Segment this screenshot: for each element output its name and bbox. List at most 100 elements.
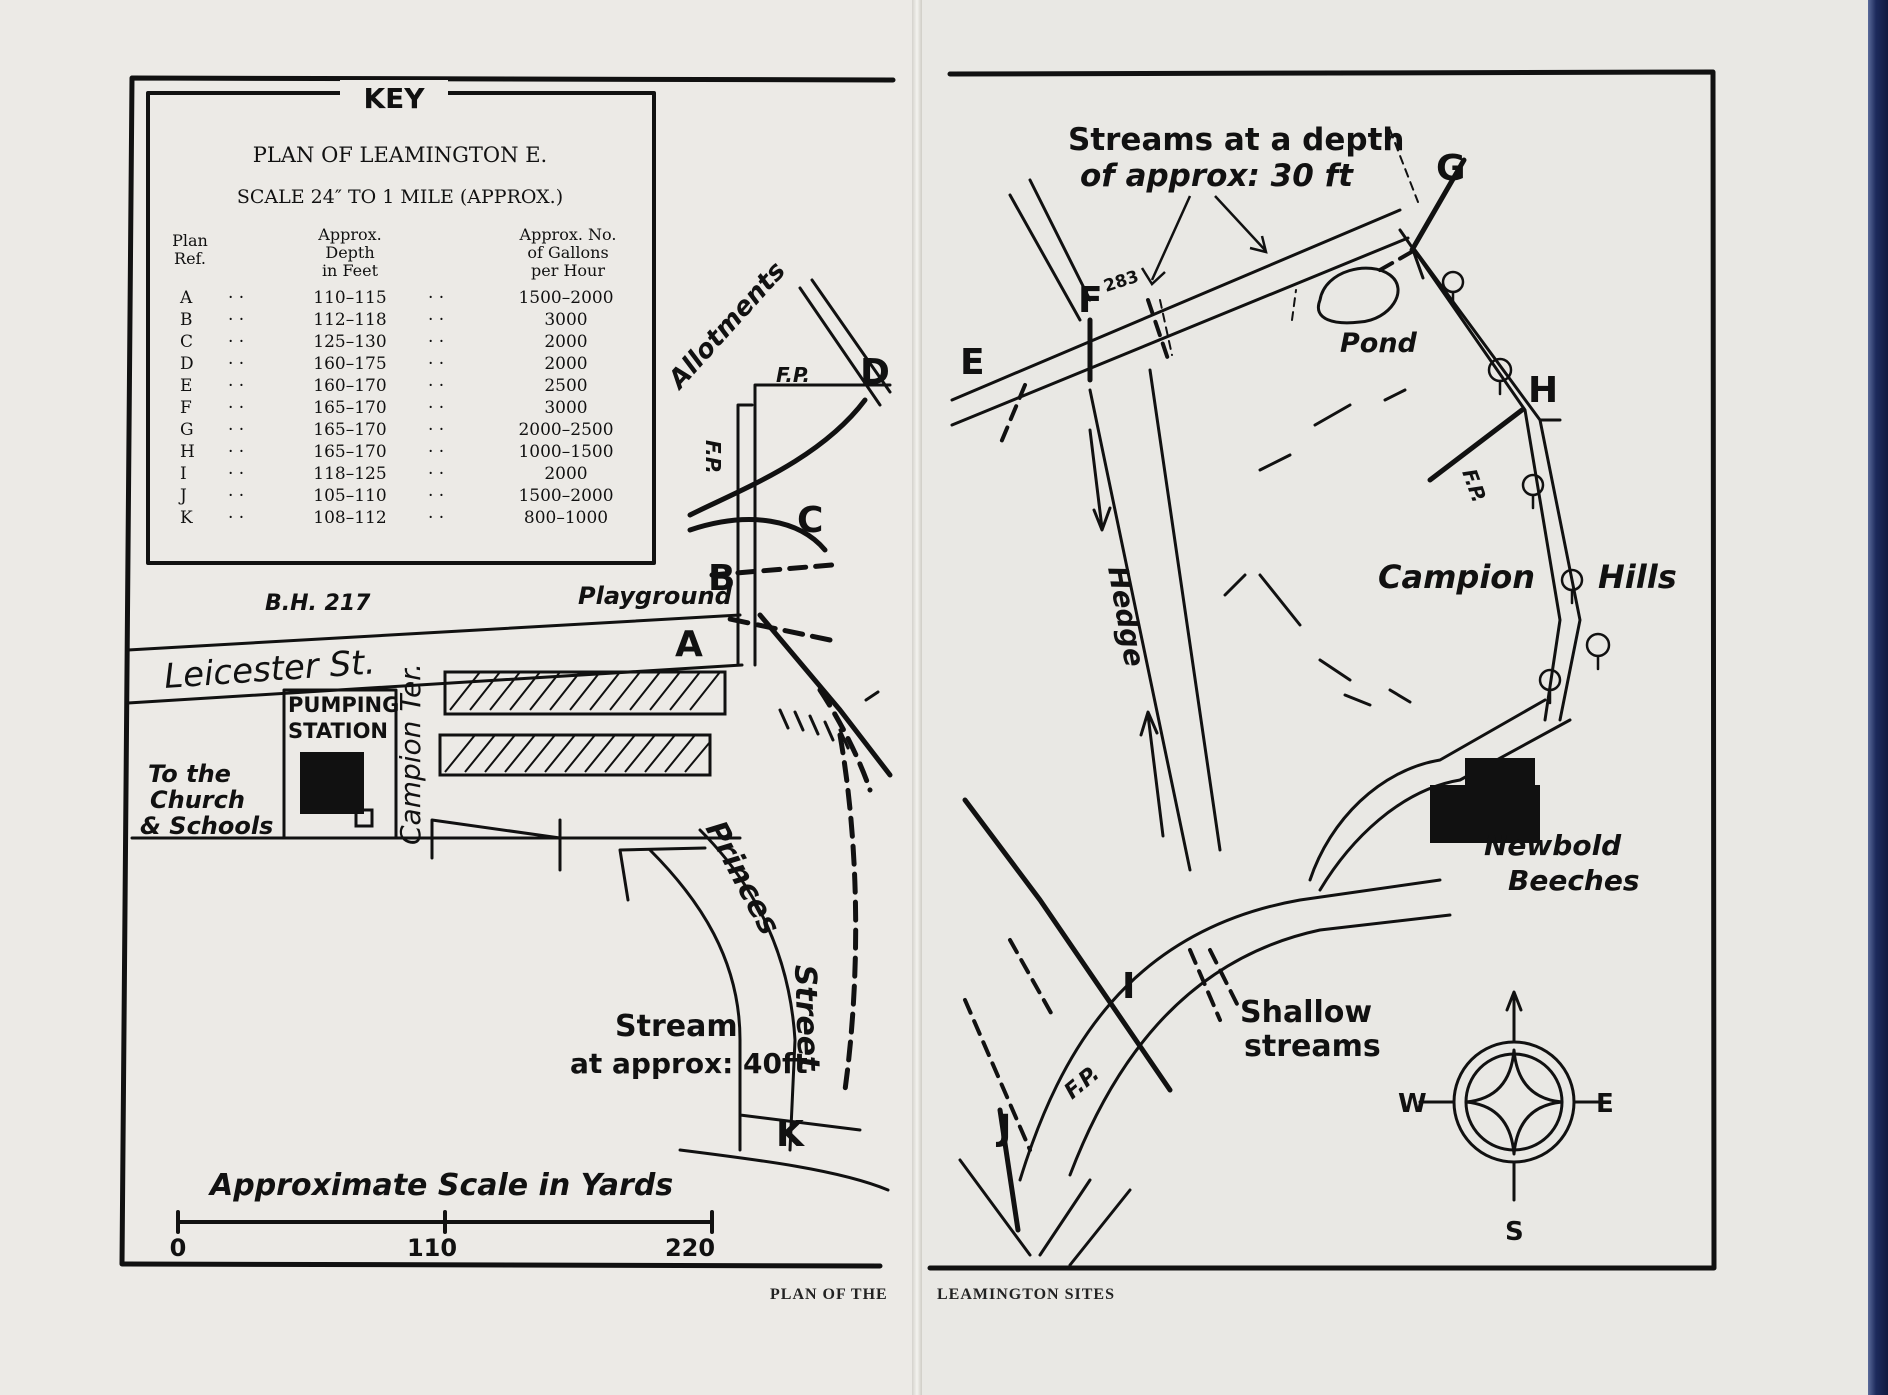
key-row-dots: · ·: [228, 310, 244, 330]
label-church-3: & Schools: [140, 812, 273, 840]
key-header-depth: Depth: [325, 243, 374, 262]
key-row-gallons: 3000: [544, 310, 587, 330]
key-row-ref: A: [179, 288, 193, 308]
label-shallow-2: streams: [1244, 1029, 1381, 1064]
left-map-frame: [119, 75, 896, 1269]
label-pond: Pond: [1340, 328, 1418, 359]
compass-w: W: [1398, 1089, 1427, 1119]
book-spine: [912, 0, 922, 1395]
scale-tick-label: 0: [170, 1234, 187, 1262]
stream-line-left: [722, 615, 873, 1093]
pumping-station-box: [282, 688, 398, 840]
lower-road: [958, 878, 1452, 1267]
key-row-gallons: 800–1000: [524, 508, 608, 528]
scale-bar-title: Approximate Scale in Yards: [208, 1168, 673, 1203]
inner-lane: [1088, 368, 1222, 872]
key-header-gallons: Approx. No.: [519, 225, 617, 244]
site-letter-j: J: [995, 1108, 1011, 1149]
compass-s: S: [1505, 1217, 1524, 1247]
key-row-dots: · ·: [228, 354, 244, 374]
key-header-gallons: per Hour: [531, 261, 605, 280]
label-street: Street: [787, 964, 826, 1073]
pumping-station-annex: [354, 808, 374, 828]
key-scale-text: SCALE 24″ TO 1 MILE (APPROX.): [237, 186, 563, 208]
label-beeches: Beeches: [1508, 864, 1640, 897]
key-row-dots: · ·: [228, 376, 244, 396]
key-title-bg: [340, 80, 448, 110]
key-row-dots: · ·: [228, 464, 244, 484]
key-row-ref: I: [180, 464, 187, 484]
site-letter-g: G: [1436, 148, 1466, 189]
hedge-arrow-up: [1139, 710, 1165, 838]
key-row-dots: · ·: [228, 508, 244, 528]
key-row-depth: 112–118: [313, 310, 386, 330]
trench-a: [757, 612, 893, 778]
key-plan-title: PLAN OF LEAMINGTON E.: [253, 143, 547, 167]
key-row-dots: · ·: [228, 288, 244, 308]
site-letter-i: I: [1122, 966, 1135, 1007]
site-letter-a: A: [675, 624, 703, 665]
key-row-depth: 165–170: [313, 398, 386, 418]
label-campion-ter: Campion Ter.: [394, 663, 427, 845]
label-stream-2: at approx: 40ft: [570, 1047, 808, 1080]
key-row-dots: · ·: [228, 398, 244, 418]
label-shallow-1: Shallow: [1240, 995, 1372, 1030]
trench-i: [962, 797, 1173, 1093]
key-row-depth: 118–125: [313, 464, 386, 484]
key-row-gallons: 2500: [544, 376, 587, 396]
key-row-gallons: 1500–2000: [518, 288, 613, 308]
scale-ticks: 0 110 220: [170, 1234, 715, 1262]
hedge-arrow-down: [1088, 428, 1112, 532]
stream-line-right-2: [1159, 129, 1419, 356]
key-row-dots: · ·: [428, 310, 444, 330]
site-letter-b: B: [708, 558, 735, 599]
label-spot-height: 283: [1101, 267, 1141, 297]
key-row-ref: H: [180, 442, 195, 462]
key-row-dots: · ·: [428, 332, 444, 352]
key-row-dots: · ·: [428, 442, 444, 462]
label-hedge: Hedge: [1101, 563, 1151, 669]
right-map-frame: [927, 69, 1717, 1271]
key-row-dots: · ·: [428, 464, 444, 484]
stream-path-b: [709, 562, 835, 578]
scale-bar: [176, 1210, 714, 1234]
label-church-2: Church: [150, 786, 245, 814]
key-row-gallons: 2000: [544, 354, 587, 374]
trench-h: [1427, 407, 1525, 483]
key-row-ref: G: [180, 420, 194, 440]
top-road: [950, 178, 1410, 427]
key-row-depth: 110–115: [313, 288, 386, 308]
caption-left: PLAN OF THE: [770, 1286, 888, 1303]
field-marks: [1223, 388, 1412, 707]
key-header-depth: in Feet: [322, 261, 379, 280]
key-row-depth: 160–175: [313, 354, 386, 374]
key-header-gallons: of Gallons: [527, 243, 608, 262]
trench-g: [1409, 157, 1467, 253]
key-row-ref: E: [180, 376, 192, 396]
key-row-dots: · ·: [228, 332, 244, 352]
label-streams-30-2: of approx: 30 ft: [1080, 158, 1354, 194]
tree-markers: [1441, 270, 1611, 705]
compass-e: E: [1596, 1089, 1614, 1119]
key-row-dots: · ·: [428, 486, 444, 506]
allotment-lane: [736, 278, 892, 667]
key-row-gallons: 1500–2000: [518, 486, 613, 506]
key-row-dots: · ·: [228, 442, 244, 462]
label-fp-side: F.P.: [701, 440, 725, 474]
key-row-depth: 125–130: [313, 332, 386, 352]
key-row-gallons: 3000: [544, 398, 587, 418]
key-row-gallons: 2000–2500: [518, 420, 613, 440]
terrace-hatching: [444, 671, 721, 773]
key-header-depth: Approx.: [317, 225, 381, 244]
site-letter-e: E: [960, 342, 985, 383]
pumping-station-building: [300, 752, 364, 814]
label-fp-top: F.P.: [776, 363, 810, 387]
scale-tick-label: 110: [407, 1234, 457, 1262]
scale-tick-label: 220: [665, 1234, 715, 1262]
label-newbold: Newbold: [1484, 829, 1622, 862]
site-letter-c: C: [797, 500, 823, 541]
label-church-1: To the: [148, 760, 231, 788]
cover-edge: [1868, 0, 1888, 1395]
